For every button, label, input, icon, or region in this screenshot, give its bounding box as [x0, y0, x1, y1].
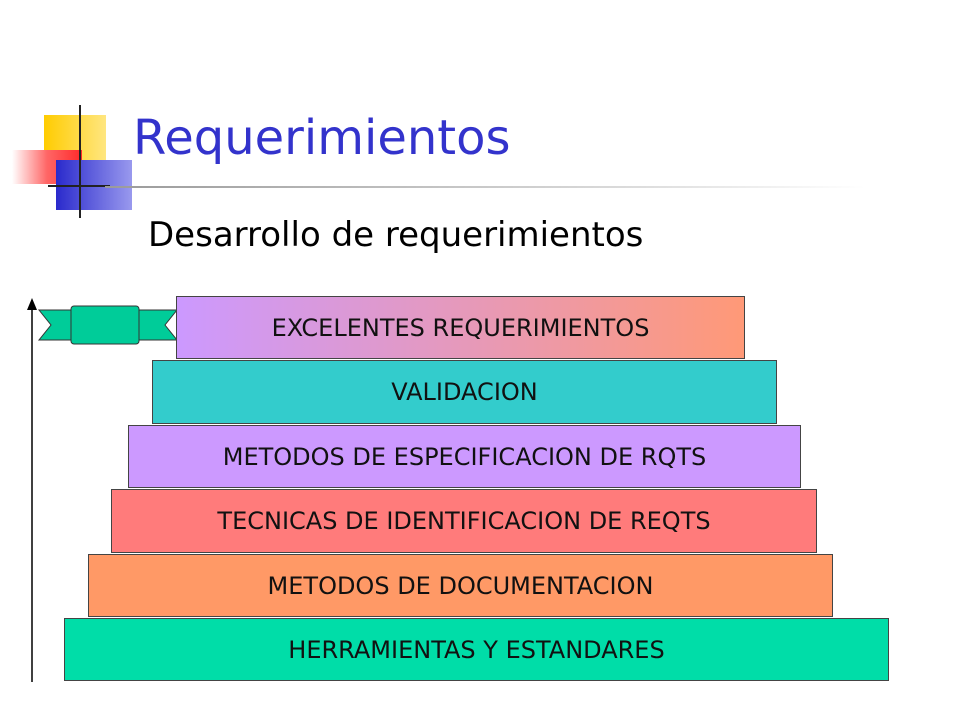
title-divider: [105, 186, 865, 188]
pyramid-level-validacion: VALIDACION: [152, 360, 777, 424]
pyramid-level-metodos-documentacion: METODOS DE DOCUMENTACION: [88, 554, 833, 617]
page-subtitle: Desarrollo de requerimientos: [148, 215, 644, 255]
corner-decoration: [12, 105, 132, 218]
pyramid-level-excelentes-requerimientos: EXCELENTES REQUERIMIENTOS: [176, 296, 745, 359]
pyramid-level-herramientas-estandares: HERRAMIENTAS Y ESTANDARES: [64, 618, 889, 681]
page-title: Requerimientos: [133, 110, 511, 166]
banner-icon: [37, 305, 179, 345]
up-arrow-icon: [27, 298, 37, 682]
pyramid-level-metodos-especificacion: METODOS DE ESPECIFICACION DE RQTS: [128, 425, 801, 488]
pyramid-level-tecnicas-identificacion: TECNICAS DE IDENTIFICACION DE REQTS: [111, 489, 817, 553]
